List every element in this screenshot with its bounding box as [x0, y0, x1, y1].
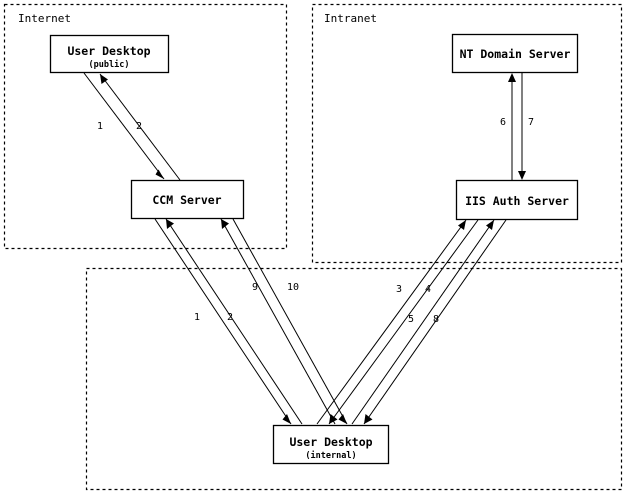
flow-8-line	[363, 219, 507, 425]
flow-7-label: 7	[528, 117, 534, 128]
node-user-desktop-internal[interactable]: User Desktop (internal)	[272, 424, 390, 465]
flow-9-arrowhead	[221, 219, 229, 229]
flow-10-line	[232, 218, 348, 425]
flow-2-internal-arrowhead	[166, 219, 174, 229]
flow-group-iis-internal-34: 3 4	[316, 219, 479, 425]
flow-5-line	[351, 219, 495, 425]
flow-2-internal-label: 2	[227, 312, 233, 323]
user-desktop-public-box[interactable]	[49, 34, 170, 74]
user-desktop-public-title: User Desktop	[67, 44, 150, 58]
user-desktop-internal-title: User Desktop	[289, 435, 372, 449]
flow-1-internal-arrowhead	[282, 414, 291, 424]
flow-8-label: 8	[433, 314, 439, 325]
user-desktop-internal-box[interactable]	[272, 424, 390, 465]
iis-auth-server-title: IIS Auth Server	[465, 194, 569, 208]
flow-10-arrowhead	[338, 414, 347, 424]
node-iis-auth-server[interactable]: IIS Auth Server	[455, 179, 579, 221]
user-desktop-internal-subtitle: (internal)	[305, 450, 356, 461]
flow-3-line	[316, 219, 467, 425]
flow-6-arrowhead	[508, 73, 516, 82]
node-nt-domain-server[interactable]: NT Domain Server	[451, 33, 579, 74]
zone-internet-label: Internet	[18, 12, 71, 25]
node-user-desktop-public[interactable]: User Desktop (public)	[49, 34, 170, 74]
flow-4-line	[328, 219, 479, 425]
flow-8-arrowhead	[364, 414, 373, 424]
zone-internet-border	[3, 3, 288, 250]
flow-group-iis-nt: 6 7	[500, 73, 534, 180]
flow-7-arrowhead	[518, 171, 526, 180]
flow-group-public-ccm: 1 2	[83, 72, 181, 181]
flow-2-public-arrowhead	[100, 74, 108, 84]
flow-1-internal-line	[154, 218, 292, 425]
flow-2-public-label: 2	[136, 121, 142, 132]
nt-domain-server-title: NT Domain Server	[460, 47, 571, 61]
iis-auth-server-box[interactable]	[455, 179, 579, 221]
zone-intranet-label: Intranet	[324, 12, 377, 25]
flow-1-public-arrowhead	[155, 169, 164, 179]
flow-group-ccm-internal-left: 1 2	[154, 218, 303, 425]
flow-1-internal-label: 1	[194, 312, 200, 323]
flow-3-label: 3	[396, 284, 402, 295]
flow-3-arrowhead	[458, 220, 466, 230]
flow-5-label: 5	[408, 314, 414, 325]
flow-5-arrowhead	[486, 220, 494, 230]
flow-group-iis-internal-58: 5 8	[351, 219, 507, 425]
flow-6-label: 6	[500, 117, 506, 128]
node-ccm-server[interactable]: CCM Server	[130, 179, 245, 220]
nt-domain-server-box[interactable]	[451, 33, 579, 74]
flow-9-label: 9	[252, 282, 258, 293]
flow-1-public-line	[83, 72, 165, 180]
flow-4-label: 4	[425, 284, 431, 295]
user-desktop-public-subtitle: (public)	[89, 59, 130, 70]
flow-9-line	[220, 218, 336, 425]
zone-intranet-border	[311, 3, 623, 264]
flow-10-label: 10	[287, 282, 299, 293]
flow-2-internal-line	[165, 218, 303, 425]
flow-1-public-label: 1	[97, 121, 103, 132]
ccm-server-title: CCM Server	[152, 193, 221, 207]
flow-4-arrowhead	[329, 414, 338, 424]
ccm-server-box[interactable]	[130, 179, 245, 220]
flow-group-ccm-internal-right: 9 10	[220, 218, 348, 425]
flow-2-public-line	[99, 73, 181, 181]
